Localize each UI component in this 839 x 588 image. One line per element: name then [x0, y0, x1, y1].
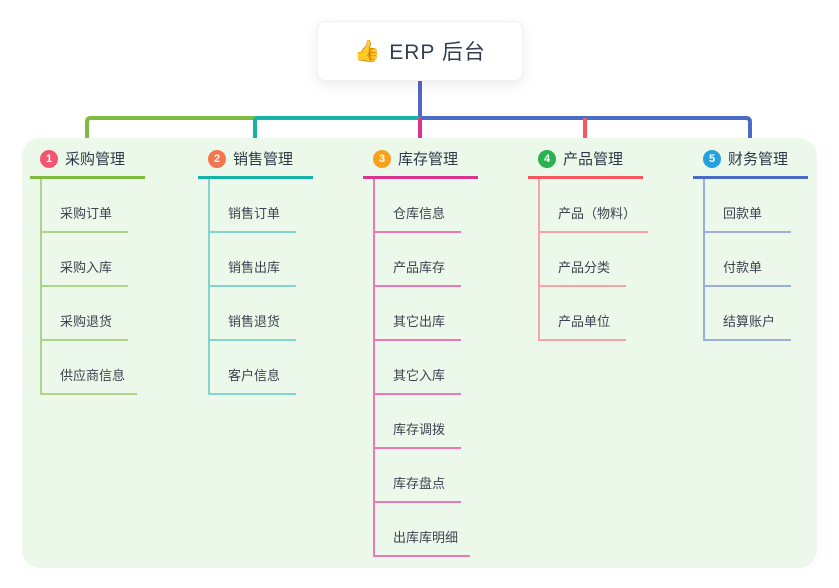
tree-node[interactable]: 产品（物料） — [540, 179, 649, 233]
branch-title: 产品管理 — [563, 151, 624, 168]
tree-node-label: 结算账户 — [723, 314, 776, 329]
root-node[interactable]: 👍 ERP 后台 — [317, 21, 523, 81]
branch-header[interactable]: 2 销售管理 — [198, 146, 313, 179]
tree-node[interactable]: 产品库存 — [375, 233, 461, 287]
tree-node-label: 回款单 — [723, 206, 763, 221]
branch-column: 3 库存管理 仓库信息 产品库存 其它出库 其它入库 库存调拨 库存盘点 出库库… — [363, 146, 478, 557]
tree-node[interactable]: 销售订单 — [210, 179, 296, 233]
tree-node-label: 产品单位 — [558, 314, 611, 329]
tree-node[interactable]: 仓库信息 — [375, 179, 461, 233]
mindmap-panel: 1 采购管理 采购订单 采购入库 采购退货 供应商信息 2 销售管理 销售订单 … — [22, 138, 817, 568]
tree-node-label: 仓库信息 — [393, 206, 446, 221]
tree-node[interactable]: 采购入库 — [42, 233, 128, 287]
branch-children: 采购订单 采购入库 采购退货 供应商信息 — [40, 179, 138, 395]
tree-node[interactable]: 出库库明细 — [375, 503, 471, 557]
thumbs-up-icon: 👍 — [354, 39, 381, 63]
tree-node-label: 产品（物料） — [558, 206, 637, 221]
branch-number-badge: 2 — [208, 149, 226, 168]
tree-node-label: 销售退货 — [228, 314, 281, 329]
tree-node[interactable]: 库存盘点 — [375, 449, 461, 503]
branch-column: 2 销售管理 销售订单 销售出库 销售退货 客户信息 — [198, 146, 313, 395]
branch-children: 产品（物料） 产品分类 产品单位 — [538, 179, 649, 341]
tree-node-label: 采购退货 — [60, 314, 113, 329]
tree-node-label: 其它入库 — [393, 368, 446, 383]
tree-node[interactable]: 产品单位 — [540, 287, 626, 341]
tree-node-label: 付款单 — [723, 260, 763, 275]
branch-title: 销售管理 — [233, 151, 294, 168]
branch-number-badge: 5 — [703, 149, 721, 168]
tree-node[interactable]: 供应商信息 — [42, 341, 138, 395]
branch-title: 采购管理 — [65, 151, 126, 168]
branch-children: 销售订单 销售出库 销售退货 客户信息 — [208, 179, 296, 395]
tree-node-label: 供应商信息 — [60, 368, 126, 383]
branch-column: 4 产品管理 产品（物料） 产品分类 产品单位 — [528, 146, 649, 341]
tree-node[interactable]: 库存调拨 — [375, 395, 461, 449]
tree-node-label: 库存盘点 — [393, 476, 446, 491]
tree-node-label: 库存调拨 — [393, 422, 446, 437]
tree-node-label: 产品库存 — [393, 260, 446, 275]
branch-title: 库存管理 — [398, 151, 459, 168]
tree-node[interactable]: 采购订单 — [42, 179, 128, 233]
tree-node[interactable]: 采购退货 — [42, 287, 128, 341]
tree-node-label: 出库库明细 — [393, 530, 459, 545]
tree-node[interactable]: 产品分类 — [540, 233, 626, 287]
branch-column: 1 采购管理 采购订单 采购入库 采购退货 供应商信息 — [30, 146, 145, 395]
branch-number-badge: 3 — [373, 149, 391, 168]
branch-children: 仓库信息 产品库存 其它出库 其它入库 库存调拨 库存盘点 出库库明细 — [373, 179, 471, 557]
tree-node[interactable]: 结算账户 — [705, 287, 791, 341]
tree-node-label: 其它出库 — [393, 314, 446, 329]
tree-node[interactable]: 付款单 — [705, 233, 791, 287]
tree-node-label: 客户信息 — [228, 368, 281, 383]
branch-number-badge: 1 — [40, 149, 58, 168]
branch-header[interactable]: 3 库存管理 — [363, 146, 478, 179]
tree-node[interactable]: 其它入库 — [375, 341, 461, 395]
branch-column: 5 财务管理 回款单 付款单 结算账户 — [693, 146, 808, 341]
tree-node-label: 采购订单 — [60, 206, 113, 221]
branch-number-badge: 4 — [538, 149, 556, 168]
tree-node[interactable]: 销售退货 — [210, 287, 296, 341]
branch-header[interactable]: 5 财务管理 — [693, 146, 808, 179]
tree-node[interactable]: 回款单 — [705, 179, 791, 233]
tree-node-label: 采购入库 — [60, 260, 113, 275]
branch-title: 财务管理 — [728, 151, 789, 168]
tree-node-label: 销售订单 — [228, 206, 281, 221]
tree-node[interactable]: 销售出库 — [210, 233, 296, 287]
branch-children: 回款单 付款单 结算账户 — [703, 179, 791, 341]
tree-node-label: 产品分类 — [558, 260, 611, 275]
branch-header[interactable]: 4 产品管理 — [528, 146, 643, 179]
tree-node[interactable]: 其它出库 — [375, 287, 461, 341]
root-node-label: ERP 后台 — [389, 41, 486, 64]
tree-node-label: 销售出库 — [228, 260, 281, 275]
tree-node[interactable]: 客户信息 — [210, 341, 296, 395]
branch-header[interactable]: 1 采购管理 — [30, 146, 145, 179]
